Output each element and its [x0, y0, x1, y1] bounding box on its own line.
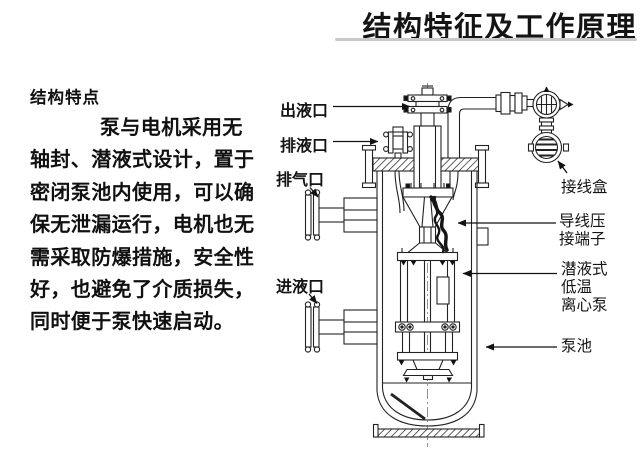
label-pump-line3: 离心泵 — [561, 297, 608, 314]
label-vent: 排气口 — [276, 172, 325, 189]
label-terminal: 导线压 接端子 — [559, 213, 606, 249]
leader-inlet — [308, 293, 318, 304]
vent-nozzle — [304, 189, 378, 241]
feature-line: 保无泄漏运行，电机也无 — [30, 214, 255, 237]
conduit-pipe — [447, 91, 534, 201]
drain-flange — [383, 126, 413, 214]
label-drain: 排液口 — [280, 138, 329, 155]
label-pump-line2: 低温 — [561, 279, 593, 296]
label-pump-line1: 潜液式 — [561, 261, 608, 278]
label-inlet: 进液口 — [276, 279, 325, 296]
title-underline — [335, 38, 637, 41]
discharge-column — [403, 85, 452, 189]
feature-heading: 结构特点 — [30, 89, 100, 107]
feature-text-block: 结构特点 泵与电机采用无 轴封、潜液式设计，置于 密闭泵池内使用，可以确 保无泄… — [30, 84, 266, 339]
feature-line: 泵与电机采用无 — [100, 117, 243, 139]
leader-lines — [308, 103, 568, 351]
motor-cable — [429, 195, 449, 254]
leader-junction-box — [557, 160, 568, 174]
label-junction-box: 接线盒 — [561, 179, 608, 196]
submersible-pump — [394, 183, 461, 383]
label-outlet: 出液口 — [280, 103, 329, 120]
label-terminal-line1: 导线压 — [559, 213, 606, 230]
feature-line: 需采取防爆措施，安全性 — [30, 246, 255, 269]
label-pump: 潜液式 低温 离心泵 — [561, 261, 608, 315]
inlet-nozzle — [304, 301, 378, 353]
feature-line: 轴封、潜液式设计，置于 — [30, 149, 255, 172]
feature-line: 密闭泵池内使用，可以确 — [30, 181, 255, 204]
feature-line: 同时便于泵快速启动。 — [30, 311, 234, 334]
leader-vent — [309, 187, 319, 198]
label-terminal-line2: 接端子 — [559, 231, 606, 248]
junction-box — [527, 86, 574, 164]
label-pool: 泵池 — [561, 338, 593, 355]
feature-line: 好，也避免了介质损失， — [30, 279, 255, 302]
